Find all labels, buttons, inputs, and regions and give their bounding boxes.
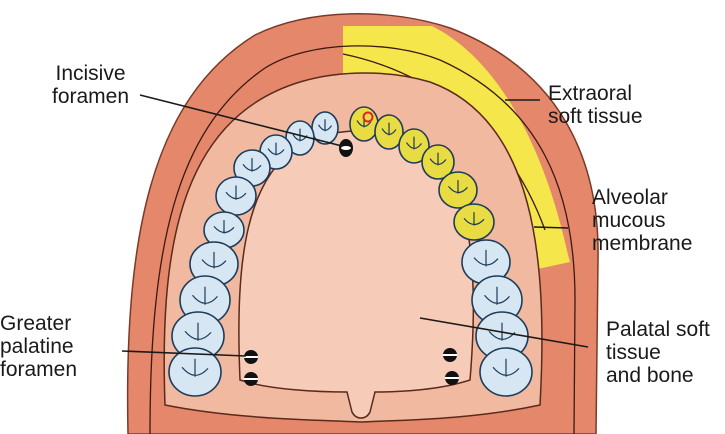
leader-incisive xyxy=(139,94,343,147)
incisive-foramen-marker xyxy=(339,139,353,157)
tooth-fissure xyxy=(225,185,247,200)
leader-lines xyxy=(121,94,589,357)
injection-site-icon xyxy=(362,111,374,123)
label-incisive-foramen: Incisive foramen xyxy=(52,62,130,108)
tooth-fissure xyxy=(406,136,422,150)
label-palatal-soft-tissue-and-bone: Palatal soft tissue and bone xyxy=(606,318,710,387)
tooth-fissure xyxy=(463,212,485,226)
tooth-fissure xyxy=(381,122,397,136)
leader-greater-palatine xyxy=(121,350,247,357)
tooth-fissure xyxy=(492,358,520,377)
tooth-fissure xyxy=(429,152,447,166)
tooth-fissure xyxy=(317,119,332,132)
greater-palatine-foramen-right xyxy=(443,348,459,385)
leader-palatal xyxy=(419,317,589,348)
tooth-fissure xyxy=(267,142,285,156)
tooth-fissure xyxy=(192,286,218,305)
tooth-fissure xyxy=(184,322,212,341)
tooth-fissure xyxy=(448,180,468,194)
tooth-fissure xyxy=(181,358,209,377)
tooth-fissure xyxy=(201,251,227,269)
greater-palatine-foramen-left xyxy=(244,350,258,386)
tooth-fissure xyxy=(484,286,510,305)
label-greater-palatine-foramen: Greater palatine foramen xyxy=(0,312,78,381)
tooth-fissure xyxy=(213,220,235,234)
soft-tissue-contour xyxy=(149,45,576,434)
tooth-fissure xyxy=(242,158,262,172)
leader-alveolar xyxy=(533,226,569,229)
label-alveolar-mucous-membrane: Alveolar mucous membrane xyxy=(592,186,693,255)
tooth-fissure xyxy=(473,249,499,267)
label-extraoral-soft-tissue: Extraoral soft tissue xyxy=(548,82,643,128)
